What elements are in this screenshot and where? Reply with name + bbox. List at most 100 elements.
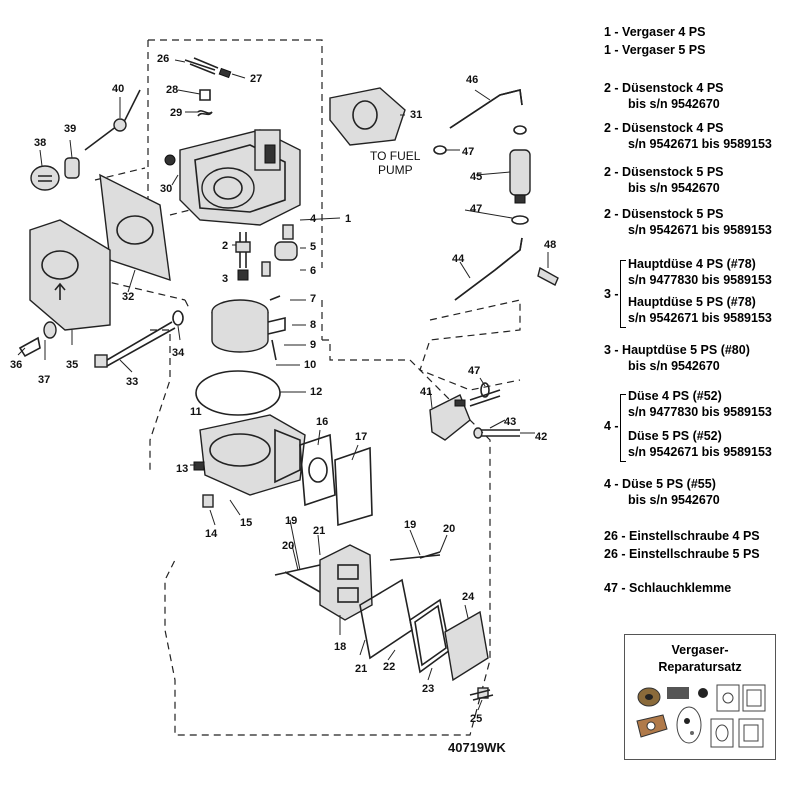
callout: 19: [285, 515, 297, 527]
repair-kit-box: Vergaser- Reparatursatz: [624, 634, 776, 760]
callout: 20: [443, 523, 455, 535]
callout: 13: [176, 463, 188, 475]
callout: 9: [310, 339, 316, 351]
callout: 39: [64, 123, 76, 135]
legend-entry: 47 - Schlauchklemme: [604, 581, 732, 595]
callout: 17: [355, 431, 367, 443]
carburetor-group-outline: [147, 39, 491, 736]
legend-entry: 26 - Einstellschraube 4 PS: [604, 529, 760, 543]
kit-title-line2: Reparatursatz: [658, 660, 742, 674]
float-bowl-drawing: [193, 414, 306, 508]
legend-entry-detail: bis s/n 9542670: [628, 493, 720, 507]
jet-stack-drawing: [235, 224, 298, 281]
long-screw-drawing: [18, 310, 184, 368]
choke-knob-drawing: [30, 89, 141, 191]
callout: 18: [334, 641, 346, 653]
callout: 37: [38, 374, 50, 386]
legend-entry-detail: bis s/n 9542670: [628, 181, 720, 195]
callout: 33: [126, 376, 138, 388]
callout: 30: [160, 183, 172, 195]
legend-group-line: Düse 4 PS (#52): [628, 389, 722, 403]
callout: 42: [535, 431, 547, 443]
float-drawing: [211, 295, 286, 361]
intake-gasket-plate-drawing: [29, 219, 111, 331]
callout: 16: [316, 416, 328, 428]
kit-title-line1: Vergaser-: [671, 643, 729, 657]
repair-kit-photo: [636, 684, 766, 748]
callout: 44: [452, 253, 465, 265]
to-fuel-pump-label-line2: PUMP: [378, 163, 413, 177]
legend-entry: 1 - Vergaser 4 PS: [604, 25, 706, 39]
callout: 21: [355, 663, 367, 675]
legend-entry-detail: s/n 9542671 bis 9589153: [628, 137, 772, 151]
legend-entry: 2 - Düsenstock 5 PS: [604, 207, 724, 221]
callout: 6: [310, 265, 316, 277]
o-ring-drawing: [195, 370, 281, 416]
legend-bracket: [620, 260, 626, 328]
callout: 22: [383, 661, 395, 673]
legend-group-number: 3 -: [604, 287, 619, 301]
fuel-pump-body-drawing: [274, 544, 441, 621]
callout: 26: [157, 53, 169, 65]
callout: 8: [310, 319, 316, 331]
legend-group-number: 4 -: [604, 419, 619, 433]
legend-entry: 26 - Einstellschraube 5 PS: [604, 547, 760, 561]
callout: 27: [250, 73, 262, 85]
callout: 35: [66, 359, 78, 371]
callout: 47: [468, 365, 480, 377]
callout: 14: [205, 528, 218, 540]
drawing-code: 40719WK: [448, 740, 506, 755]
legend-entry-detail: s/n 9542671 bis 9589153: [628, 223, 772, 237]
callout: 5: [310, 241, 316, 253]
adjusting-screw-drawing: [184, 57, 232, 117]
callout: 36: [10, 359, 22, 371]
callout: 47: [462, 146, 474, 158]
bowl-gasket-drawing: [299, 433, 373, 527]
callout: 34: [172, 347, 185, 359]
callout: 21: [313, 525, 325, 537]
pump-diaphragm-drawing: [359, 578, 494, 701]
callout: 31: [410, 109, 422, 121]
callout: 3: [222, 273, 228, 285]
legend-group-line: s/n 9542671 bis 9589153: [628, 311, 772, 325]
legend-group-line: Hauptdüse 5 PS (#78): [628, 295, 756, 309]
legend-group-line: Düse 5 PS (#52): [628, 429, 722, 443]
fuel-pump-gasket-drawing: [329, 87, 406, 146]
legend-entry: 2 - Düsenstock 5 PS: [604, 165, 724, 179]
legend-bracket: [620, 394, 626, 462]
legend-group-line: Hauptdüse 4 PS (#78): [628, 257, 756, 271]
legend-entry: 3 - Hauptdüse 5 PS (#80): [604, 343, 750, 357]
callout: 10: [304, 359, 316, 371]
leader-lines: [17, 59, 549, 711]
legend-entry: 1 - Vergaser 5 PS: [604, 43, 706, 57]
callout: 12: [310, 386, 322, 398]
callout-labels: 1 2 3 4 5 6 7 8 9 10 11 12 13 14 15 16 1…: [10, 53, 556, 725]
callout: 24: [462, 591, 475, 603]
callout: 45: [470, 171, 482, 183]
legend-entry: 2 - Düsenstock 4 PS: [604, 121, 724, 135]
legend-entry: 4 - Düse 5 PS (#55): [604, 477, 716, 491]
mounting-bracket-drawing: [99, 173, 171, 282]
callout: 43: [504, 416, 516, 428]
legend-entry-detail: bis s/n 9542670: [628, 359, 720, 373]
callout: 19: [404, 519, 416, 531]
legend-group-line: s/n 9542671 bis 9589153: [628, 445, 772, 459]
callout: 38: [34, 137, 46, 149]
callout: 4: [310, 213, 317, 225]
callout: 32: [122, 291, 134, 303]
legend-entry: 2 - Düsenstock 4 PS: [604, 81, 724, 95]
callout: 25: [470, 713, 482, 725]
callout: 47: [470, 203, 482, 215]
callout: 7: [310, 293, 316, 305]
legend-group-line: s/n 9477830 bis 9589153: [628, 405, 772, 419]
fuel-hose-drawing: [433, 89, 559, 301]
to-fuel-pump-label-line1: TO FUEL: [370, 149, 421, 163]
callout: 48: [544, 239, 556, 251]
carburetor-body-drawing: [164, 129, 301, 226]
callout: 2: [222, 240, 228, 252]
callout: 20: [282, 540, 294, 552]
callout: 23: [422, 683, 434, 695]
callout: 46: [466, 74, 478, 86]
callout: 40: [112, 83, 124, 95]
